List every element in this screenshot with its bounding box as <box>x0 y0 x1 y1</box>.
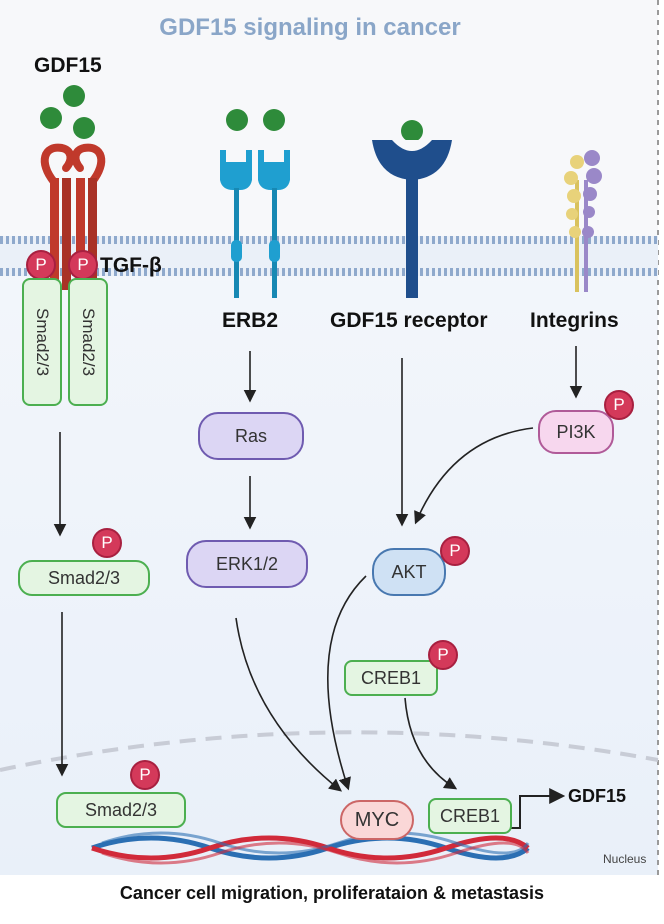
extracellular-space <box>0 0 658 255</box>
myc-label: MYC <box>354 808 400 831</box>
gdf15-ligand <box>401 120 423 142</box>
phospho-badge: P <box>428 640 458 670</box>
creb1-nuclear-label: CREB1 <box>439 805 501 826</box>
pi3k-node: PI3K <box>538 410 614 454</box>
integrins-label: Integrins <box>530 309 619 332</box>
dna-helix <box>91 831 530 865</box>
phospho-badge: P <box>26 250 56 280</box>
erb2-receptor <box>220 150 290 298</box>
gdf15-receptor-structure <box>372 140 452 298</box>
gdf15-ligand <box>40 107 62 129</box>
gdf15-ligand <box>226 109 248 131</box>
nucleus-label: Nucleus <box>603 852 647 866</box>
tgf-beta-receptor <box>40 143 106 290</box>
smad23-left-label: Smad2/3 <box>33 307 52 377</box>
smad23-left-node: Smad2/3 <box>22 278 62 406</box>
integrin-structure <box>564 150 602 292</box>
phospho-badge: P <box>130 760 160 790</box>
ras-label: Ras <box>234 425 267 446</box>
gdf15-ligand <box>263 109 285 131</box>
creb1-nuclear-node: CREB1 <box>428 798 512 834</box>
smad23-right-label: Smad2/3 <box>79 307 98 377</box>
smad23-right-node: Smad2/3 <box>68 278 108 406</box>
smad23-nuclear-node: Smad2/3 <box>56 792 186 828</box>
gdf15-output-label: GDF15 <box>568 786 627 806</box>
tgf-beta-label: TGF-β <box>100 254 162 277</box>
smad23-cytoplasm-node: Smad2/3 <box>18 560 150 596</box>
myc-node: MYC <box>340 800 414 840</box>
smad23-cytoplasm-label: Smad2/3 <box>47 567 121 588</box>
arrows <box>53 346 583 829</box>
smad23-nuclear-label: Smad2/3 <box>84 799 158 820</box>
gdf15-ligand-label: GDF15 <box>34 54 102 77</box>
phospho-badge: P <box>440 536 470 566</box>
plasma-membrane <box>0 236 658 276</box>
bottom-caption: Cancer cell migration, proliferataion & … <box>119 883 545 903</box>
erk12-label: ERK1/2 <box>215 553 279 574</box>
creb1-cytoplasm-label: CREB1 <box>360 667 422 688</box>
phospho-badge: P <box>68 250 98 280</box>
erk12-node: ERK1/2 <box>186 540 308 588</box>
gdf15-ligand <box>63 85 85 107</box>
gdf15-ligand <box>73 117 95 139</box>
phospho-badge: P <box>604 390 634 420</box>
erb2-label: ERB2 <box>222 309 279 332</box>
phospho-badge: P <box>92 528 122 558</box>
creb1-cytoplasm-node: CREB1 <box>344 660 438 696</box>
gdf15-receptor-label: GDF15 receptor <box>330 309 488 332</box>
diagram-title: GDF15 signaling in cancer <box>159 14 461 41</box>
akt-label: AKT <box>391 561 427 582</box>
ras-node: Ras <box>198 412 304 460</box>
pi3k-label: PI3K <box>556 421 596 442</box>
akt-node: AKT <box>372 548 446 596</box>
